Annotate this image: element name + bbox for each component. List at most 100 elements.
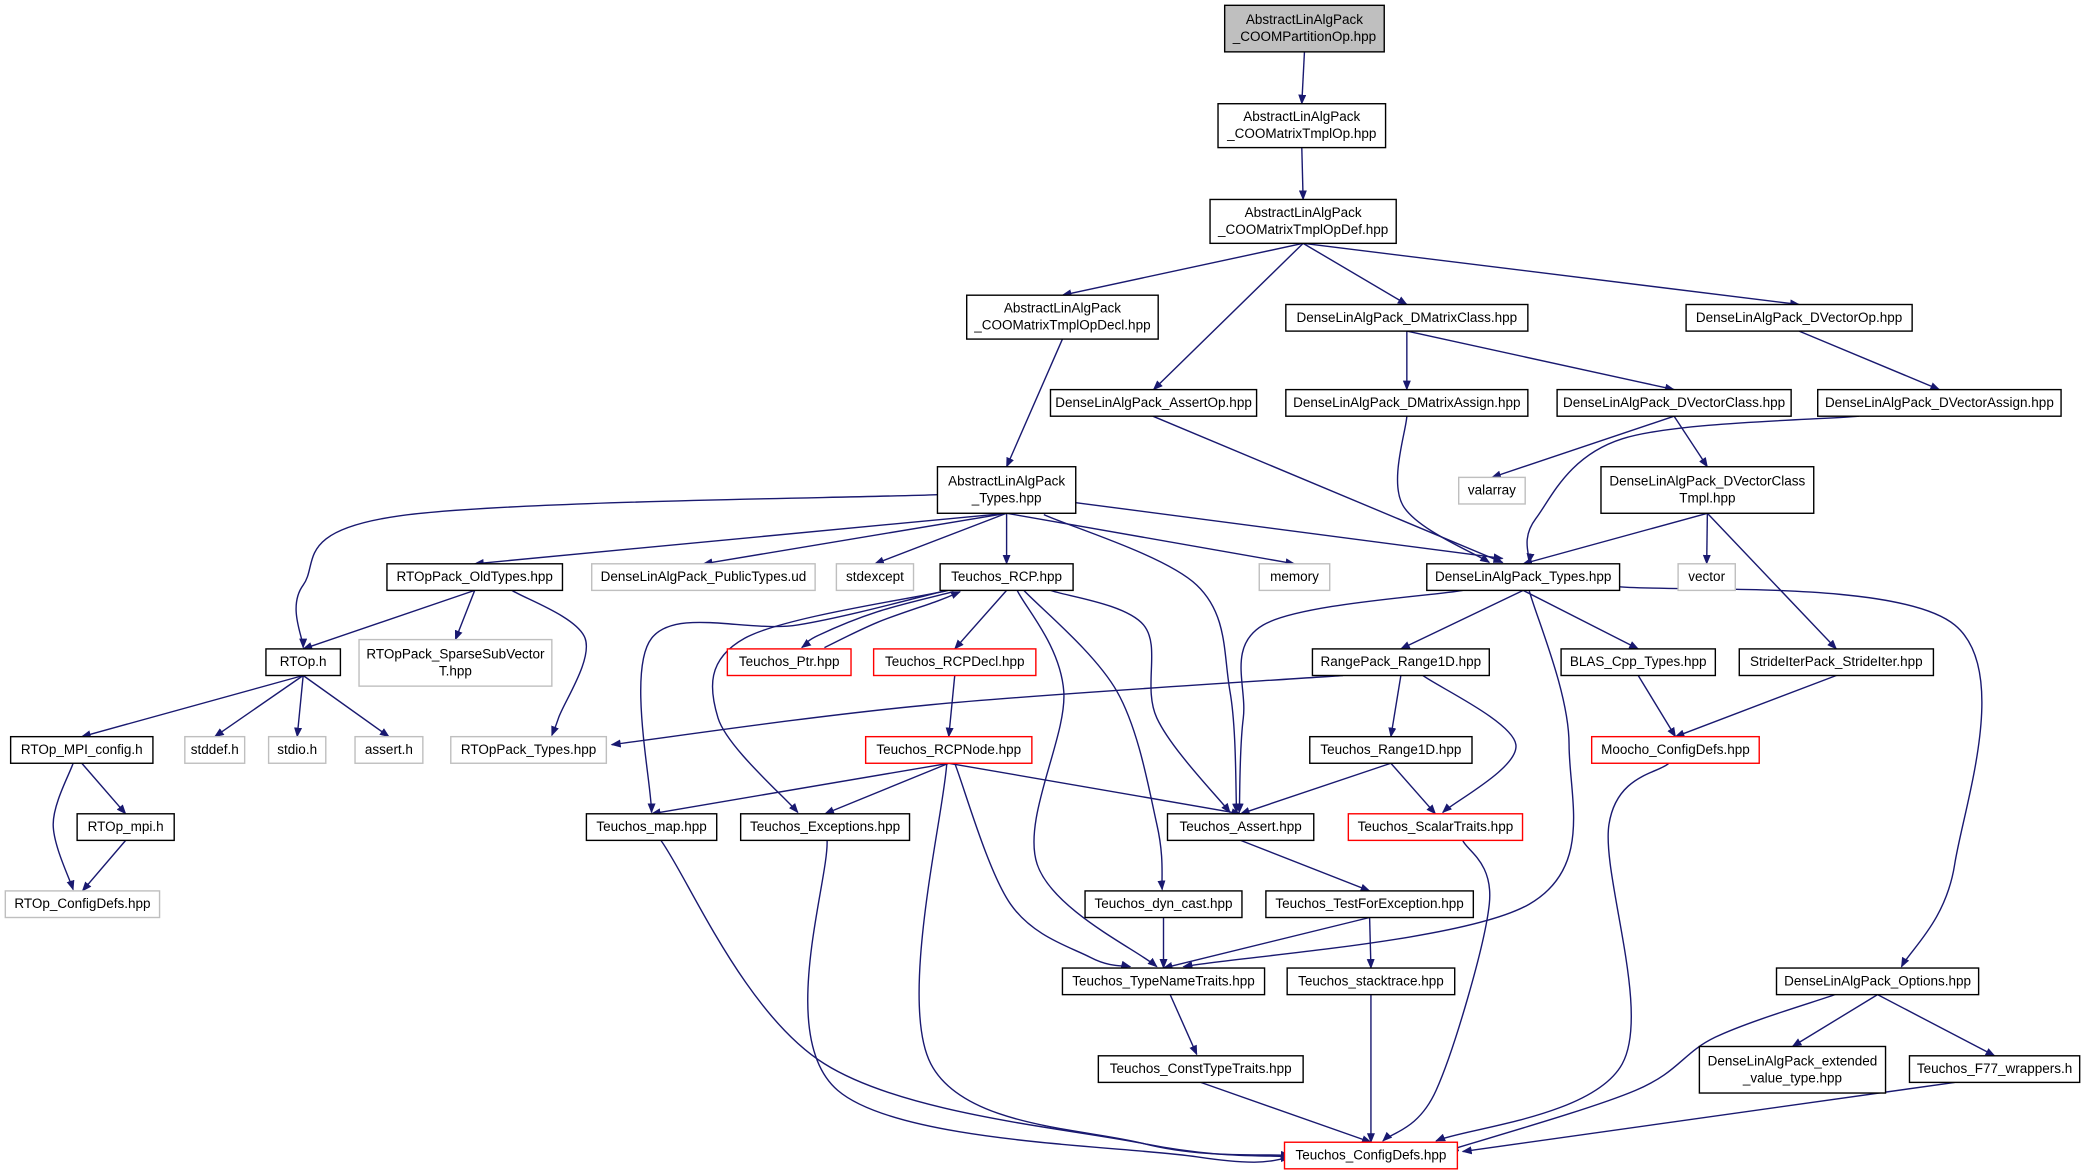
edge-ttfe-to-ttnt xyxy=(1162,916,1370,970)
node-coomp[interactable]: AbstractLinAlgPack_COOMPartitionOp.hpp xyxy=(1223,4,1385,53)
node-label: _value_type.hpp xyxy=(1742,1070,1842,1085)
node-tstack[interactable]: Teuchos_stacktrace.hpp xyxy=(1286,967,1456,996)
node-label: RTOp_ConfigDefs.hpp xyxy=(14,896,150,911)
node-label: DenseLinAlgPack_AssertOp.hpp xyxy=(1055,395,1252,410)
node-alat[interactable]: AbstractLinAlgPack_Types.hpp xyxy=(936,466,1077,514)
node-tassert[interactable]: Teuchos_Assert.hpp xyxy=(1166,813,1315,842)
node-rtopold[interactable]: RTOpPack_OldTypes.hpp xyxy=(386,563,564,592)
node-trcpdecl[interactable]: Teuchos_RCPDecl.hpp xyxy=(872,648,1037,677)
edge-trcp-to-tdyn xyxy=(1023,589,1166,891)
edge-rr1d-to-rtoptypes xyxy=(610,674,1344,748)
edge-dma-to-dlat xyxy=(1396,416,1491,564)
node-label: T.hpp xyxy=(439,663,472,678)
edge-dlaopt-to-dlaext xyxy=(1791,994,1878,1048)
node-box xyxy=(585,813,718,842)
node-box xyxy=(966,294,1159,340)
edge-rtopmpi-to-rtopmpih xyxy=(81,762,127,815)
node-label: DenseLinAlgPack_PublicTypes.ud xyxy=(601,569,807,584)
node-rr1d[interactable]: RangePack_Range1D.hpp xyxy=(1311,648,1490,677)
node-trcpnode[interactable]: Teuchos_RCPNode.hpp xyxy=(864,735,1033,764)
node-label: memory xyxy=(1270,569,1319,584)
node-coomtd[interactable]: AbstractLinAlgPack_COOMatrixTmplOpDef.hp… xyxy=(1209,198,1397,245)
edge-tassert-to-ttfe xyxy=(1240,839,1371,892)
node-dlaext[interactable]: DenseLinAlgPack_extended_value_type.hpp xyxy=(1698,1045,1887,1094)
edge-alat-to-rtopold xyxy=(473,512,1007,567)
node-label: DenseLinAlgPack_DVectorOp.hpp xyxy=(1696,310,1902,325)
node-dlat[interactable]: DenseLinAlgPack_Types.hpp xyxy=(1426,563,1621,592)
node-rtopmpih[interactable]: RTOp_mpi.h xyxy=(76,813,175,842)
node-blas[interactable]: BLAS_Cpp_Types.hpp xyxy=(1560,648,1717,677)
edge-alat-to-dlat xyxy=(1075,501,1504,562)
edge-dva-to-dlat xyxy=(1526,415,1860,564)
node-box xyxy=(1166,813,1315,842)
edge-trcp-to-tmap xyxy=(640,589,947,814)
node-ttnt[interactable]: Teuchos_TypeNameTraits.hpp xyxy=(1061,967,1266,996)
node-box xyxy=(1817,388,2062,417)
edge-blas-to-moocho xyxy=(1637,675,1677,738)
node-label: Teuchos_Assert.hpp xyxy=(1179,819,1301,834)
node-label: AbstractLinAlgPack xyxy=(948,474,1065,489)
node-coomtdecl[interactable]: AbstractLinAlgPack_COOMatrixTmplOpDecl.h… xyxy=(966,294,1159,340)
edges xyxy=(52,51,1996,1163)
edge-rr1d-to-tscal xyxy=(1422,674,1517,814)
node-box xyxy=(591,563,816,592)
node-label: DenseLinAlgPack_DVectorAssign.hpp xyxy=(1825,395,2054,410)
node-aop[interactable]: DenseLinAlgPack_AssertOp.hpp xyxy=(1049,388,1258,417)
node-tdyn[interactable]: Teuchos_dyn_cast.hpp xyxy=(1084,890,1243,919)
node-tcfg[interactable]: Teuchos_ConfigDefs.hpp xyxy=(1283,1141,1459,1170)
node-box xyxy=(358,638,553,687)
node-rtoptypes: RTOpPack_Types.hpp xyxy=(450,735,608,764)
node-dma[interactable]: DenseLinAlgPack_DMatrixAssign.hpp xyxy=(1285,388,1529,417)
node-texc[interactable]: Teuchos_Exceptions.hpp xyxy=(739,813,911,842)
node-box xyxy=(939,563,1074,592)
node-coomt[interactable]: AbstractLinAlgPack_COOMatrixTmplOp.hpp xyxy=(1217,103,1387,149)
node-tscal[interactable]: Teuchos_ScalarTraits.hpp xyxy=(1347,813,1524,842)
node-label: DenseLinAlgPack_Options.hpp xyxy=(1784,973,1971,988)
node-label: Teuchos_F77_wrappers.h xyxy=(1917,1061,2072,1076)
node-tctt[interactable]: Teuchos_ConstTypeTraits.hpp xyxy=(1097,1055,1304,1084)
node-label: Moocho_ConfigDefs.hpp xyxy=(1601,742,1750,757)
node-label: DenseLinAlgPack_DMatrixClass.hpp xyxy=(1297,310,1518,325)
node-box xyxy=(1775,967,1980,996)
edge-trcp-to-tassert xyxy=(1050,589,1231,814)
node-rtopmpi[interactable]: RTOp_MPI_config.h xyxy=(9,735,154,764)
node-ttfe[interactable]: Teuchos_TestForException.hpp xyxy=(1265,890,1475,919)
node-label: vector xyxy=(1688,569,1725,584)
node-label: _COOMPartitionOp.hpp xyxy=(1232,29,1376,44)
node-tr1d[interactable]: Teuchos_Range1D.hpp xyxy=(1309,735,1473,764)
node-rtoph[interactable]: RTOp.h xyxy=(265,648,342,677)
node-stride[interactable]: StrideIterPack_StrideIter.hpp xyxy=(1738,648,1935,677)
edge-rtopold-to-rtopssv xyxy=(454,590,476,641)
node-box xyxy=(1347,813,1524,842)
node-tf77[interactable]: Teuchos_F77_wrappers.h xyxy=(1908,1055,2081,1084)
edge-alat-to-dlapt xyxy=(702,512,1007,567)
node-dvc[interactable]: DenseLinAlgPack_DVectorClass.hpp xyxy=(1556,388,1792,417)
node-label: DenseLinAlgPack_Types.hpp xyxy=(1435,569,1611,584)
node-box xyxy=(872,648,1037,677)
edge-stride-to-moocho xyxy=(1674,674,1837,738)
node-box xyxy=(4,890,161,919)
node-box xyxy=(1061,967,1266,996)
node-dvo[interactable]: DenseLinAlgPack_DVectorOp.hpp xyxy=(1685,303,1913,332)
node-label: valarray xyxy=(1468,483,1516,498)
node-tmap[interactable]: Teuchos_map.hpp xyxy=(585,813,718,842)
node-trcp[interactable]: Teuchos_RCP.hpp xyxy=(939,563,1074,592)
node-tptr[interactable]: Teuchos_Ptr.hpp xyxy=(726,648,852,677)
node-rtopcfg: RTOp_ConfigDefs.hpp xyxy=(4,890,161,919)
node-label: StrideIterPack_StrideIter.hpp xyxy=(1750,654,1923,669)
node-box xyxy=(1560,648,1717,677)
node-stdio: stdio.h xyxy=(267,735,327,764)
node-dmc[interactable]: DenseLinAlgPack_DMatrixClass.hpp xyxy=(1285,303,1529,332)
node-box xyxy=(9,735,154,764)
node-dva[interactable]: DenseLinAlgPack_DVectorAssign.hpp xyxy=(1817,388,2062,417)
node-dlaopt[interactable]: DenseLinAlgPack_Options.hpp xyxy=(1775,967,1980,996)
edge-dlat-to-rr1d xyxy=(1399,589,1524,650)
edge-ttnt-to-tctt xyxy=(1169,994,1198,1056)
node-box xyxy=(1286,967,1456,996)
node-moocho[interactable]: Moocho_ConfigDefs.hpp xyxy=(1590,735,1760,764)
edge-tctt-to-tcfg xyxy=(1200,1081,1372,1144)
edge-tf77-to-tcfg xyxy=(1461,1081,1955,1155)
node-memory: memory xyxy=(1258,563,1331,592)
